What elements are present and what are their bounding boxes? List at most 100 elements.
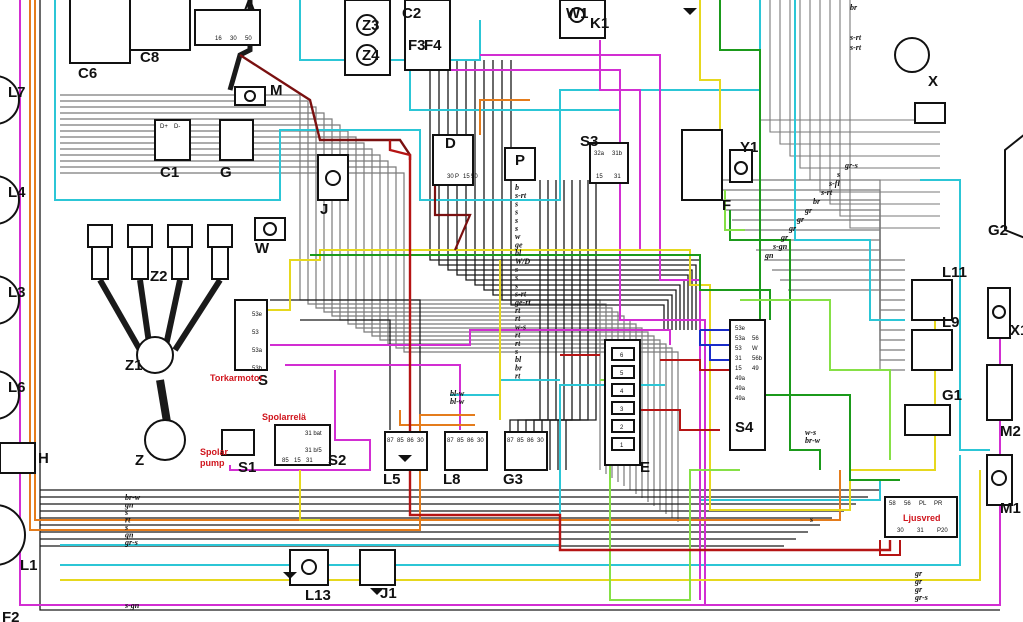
- wire-label: W/D: [515, 257, 530, 266]
- wire-black: [492, 60, 673, 330]
- ground-icon: [370, 588, 384, 595]
- wire-label: w-s: [805, 428, 816, 437]
- lamp-icon: [734, 161, 748, 175]
- fuse: [611, 401, 635, 415]
- wire-black: [474, 60, 681, 330]
- wire-yellow: [299, 470, 320, 521]
- terminal-label: 85: [397, 438, 404, 444]
- lamp-l6: [0, 370, 20, 420]
- wire-black: [565, 180, 597, 470]
- wire-gray: [809, 0, 940, 181]
- wire-label: gr-s: [844, 161, 858, 170]
- wire-label: bl-w: [450, 397, 465, 406]
- terminal-label: 53e: [252, 312, 263, 318]
- wire-label: br-w: [125, 493, 141, 502]
- wire-blue: [709, 345, 735, 361]
- component-distributor: [136, 336, 174, 374]
- terminal-label: 31 bat: [305, 431, 322, 437]
- terminal-label: 32a: [594, 151, 605, 157]
- terminal-label: 16: [215, 36, 222, 42]
- terminal-label: P: [455, 174, 459, 180]
- component-label: L13: [305, 587, 331, 604]
- terminal-label: 30: [230, 36, 237, 42]
- spark-plug: [87, 224, 113, 248]
- wire-label: b: [515, 183, 519, 192]
- component-label: L5: [383, 471, 401, 488]
- component-label: K1: [590, 15, 609, 32]
- component-label: Z4: [362, 47, 380, 64]
- wire-magenta: [440, 69, 706, 605]
- terminal-label: 53: [252, 330, 259, 336]
- wire-black: [541, 180, 573, 470]
- terminal-label: 86: [527, 438, 534, 444]
- component-label: L6: [8, 379, 26, 396]
- component-label: J1: [380, 585, 397, 602]
- component-label: Y1: [740, 139, 758, 156]
- terminal-label: 49: [752, 366, 759, 372]
- motor-icon: [991, 470, 1007, 486]
- terminal-label: 49a: [735, 386, 746, 392]
- wire-gray: [60, 166, 673, 518]
- ground-icon: [683, 8, 697, 15]
- wire-label: s: [514, 224, 518, 233]
- terminal-label: 31: [735, 356, 742, 362]
- wire-label: s: [514, 208, 518, 217]
- wire-label: s: [514, 199, 518, 208]
- terminal-label: 15: [735, 366, 742, 372]
- component-g1: [904, 404, 951, 436]
- wire-gray: [849, 0, 940, 229]
- terminal-label: 86: [407, 438, 414, 444]
- terminal-label: 56: [752, 336, 759, 342]
- wire-green: [745, 394, 900, 481]
- terminal-label: 31: [917, 528, 924, 534]
- component-g2: [1004, 134, 1023, 239]
- wire-label: ge: [514, 240, 523, 249]
- ground-icon: [398, 455, 412, 462]
- component-s: [234, 299, 268, 371]
- wire-label: s-rt: [514, 290, 527, 299]
- wire-label: bl: [515, 249, 522, 258]
- wire-label: gr: [914, 585, 923, 594]
- annotation-spolarrela: Spolarrelä: [262, 412, 307, 422]
- wire-label: gr: [780, 233, 789, 242]
- terminal-label: 30: [537, 438, 544, 444]
- terminal-label: 31: [614, 174, 621, 180]
- wire-gray: [829, 0, 940, 205]
- component-label: C1: [160, 164, 179, 181]
- wire-label: s-rt: [849, 43, 862, 52]
- wire-magenta: [229, 370, 371, 471]
- component-relay-l5: [384, 431, 428, 471]
- wire-magenta: [599, 40, 641, 250]
- wire-label: s-fl: [828, 179, 840, 188]
- component-j1: [359, 549, 396, 586]
- component-label: F2: [2, 609, 20, 622]
- wire-gray: [819, 0, 940, 193]
- component-label: G3: [503, 471, 523, 488]
- spark-plug-body: [131, 246, 149, 280]
- wire-cyan: [794, 0, 905, 321]
- terminal-label: 56b: [752, 356, 763, 362]
- component-s1: [221, 429, 255, 456]
- component-label: G1: [942, 387, 962, 404]
- wire-gray: [789, 0, 940, 157]
- fuse: [611, 383, 635, 397]
- component-s4: [729, 319, 766, 451]
- wire-black: [270, 299, 421, 420]
- fuse-number: 6: [620, 353, 624, 359]
- wire-label: s: [124, 523, 128, 532]
- wire-gray: [839, 0, 940, 217]
- terminal-label: 87: [507, 438, 514, 444]
- wire-gray: [60, 172, 679, 522]
- ground-icon: [283, 572, 297, 579]
- wire-orange: [34, 0, 841, 521]
- wire-label: s: [514, 265, 518, 274]
- component-p: [504, 147, 536, 181]
- component-label: L7: [8, 84, 26, 101]
- terminal-label: 53: [735, 346, 742, 352]
- component-label: S3: [580, 133, 598, 150]
- component-label: L9: [942, 314, 960, 331]
- wire-label: s: [124, 508, 128, 517]
- wire-cyan: [700, 480, 881, 501]
- terminal-label: 53a: [252, 348, 263, 354]
